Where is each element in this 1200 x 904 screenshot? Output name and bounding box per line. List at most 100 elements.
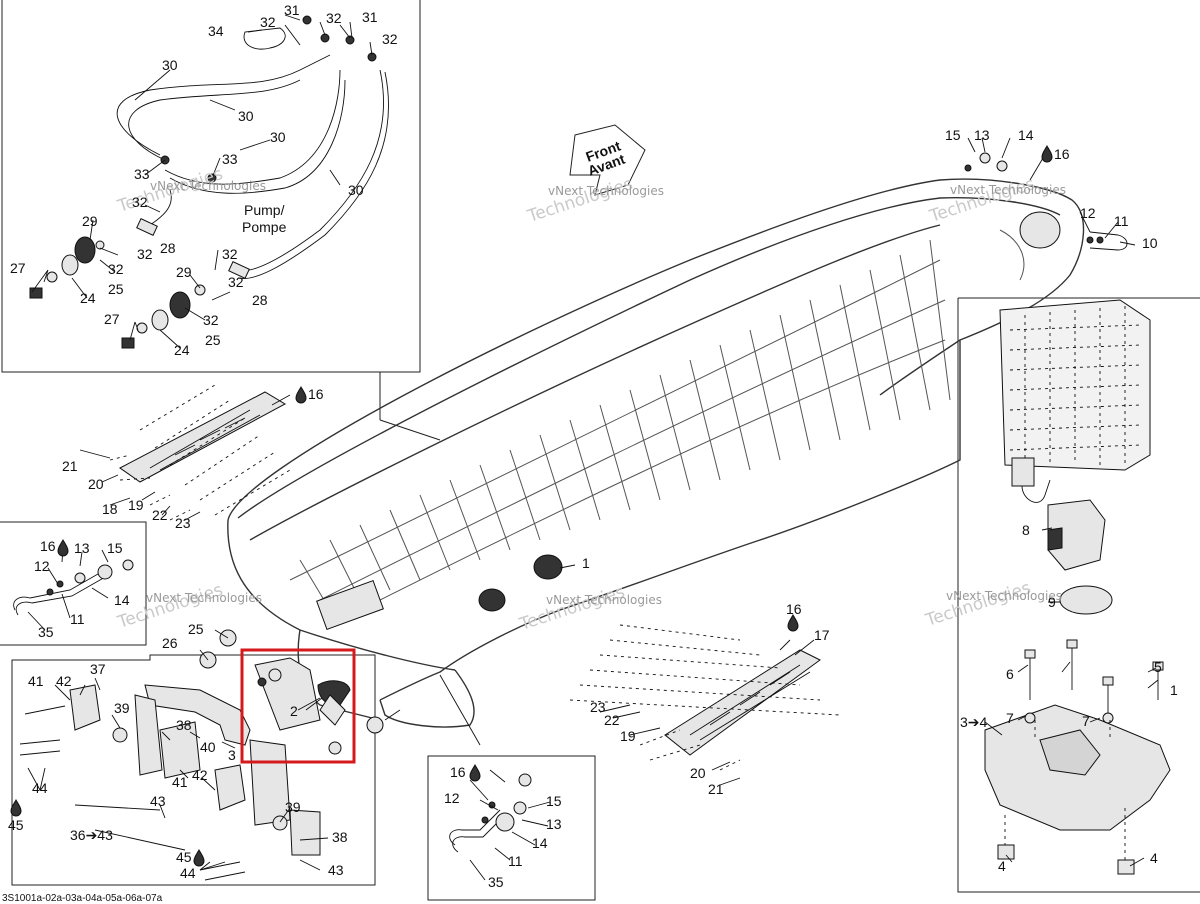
watermark-4-line1: vNext Technologies bbox=[146, 591, 262, 605]
pump-label-line2: Pompe bbox=[242, 219, 287, 235]
cooling-fittings bbox=[29, 218, 250, 349]
callout-14: 14 bbox=[114, 592, 130, 608]
callout-21: 21 bbox=[708, 781, 724, 797]
watermark-2-line2: Technologies bbox=[524, 174, 635, 227]
callout-16: 16 bbox=[40, 538, 56, 554]
part-2-exhaust-outlet bbox=[254, 657, 351, 755]
callout-15: 15 bbox=[107, 540, 123, 556]
callout-31: 31 bbox=[284, 2, 300, 18]
watermark-3-line1: vNext Technologies bbox=[950, 183, 1066, 197]
watermark-5-line2: Technologies bbox=[516, 582, 627, 635]
watermark-3-line2: Technologies bbox=[926, 174, 1037, 227]
callout-5: 5 bbox=[1154, 659, 1162, 675]
callout-30: 30 bbox=[162, 57, 178, 73]
callout-labels: 34 32 31 32 31 32 30 30 30 30 33 33 32 2… bbox=[8, 2, 1178, 890]
callout-12: 12 bbox=[1080, 205, 1096, 221]
callout-13: 13 bbox=[546, 816, 562, 832]
callout-12: 12 bbox=[444, 790, 460, 806]
callout-8: 8 bbox=[1022, 522, 1030, 538]
callout-16: 16 bbox=[308, 386, 324, 402]
highlight-box-part-2 bbox=[240, 648, 356, 764]
watermark-6-line1: vNext Technologies bbox=[946, 589, 1062, 603]
callout-6: 6 bbox=[1006, 666, 1014, 682]
callout-43: 43 bbox=[150, 793, 166, 809]
callout-32: 32 bbox=[326, 10, 342, 26]
callout-45: 45 bbox=[8, 817, 24, 833]
callout-19: 19 bbox=[128, 497, 144, 513]
callout-12: 12 bbox=[34, 558, 50, 574]
callout-4: 4 bbox=[998, 858, 1006, 874]
callout-22: 22 bbox=[152, 507, 168, 523]
callout-23: 23 bbox=[175, 515, 191, 531]
frame-ebox-inset bbox=[957, 297, 1200, 893]
hull-side-fittings bbox=[199, 629, 481, 746]
callout-34: 34 bbox=[208, 23, 224, 39]
callout-10: 10 bbox=[1142, 235, 1158, 251]
callout-32: 32 bbox=[222, 246, 238, 262]
frame-drain-plug-inset bbox=[427, 755, 596, 901]
callout-ref-36: 36➔43 bbox=[70, 827, 113, 843]
cooling-hoses bbox=[116, 15, 389, 280]
exhaust-fastener-lines bbox=[27, 767, 226, 871]
callout-21: 21 bbox=[62, 458, 78, 474]
callout-11: 11 bbox=[508, 853, 523, 869]
callout-27: 27 bbox=[10, 260, 26, 276]
callout-30: 30 bbox=[238, 108, 254, 124]
callout-42: 42 bbox=[192, 767, 208, 783]
callout-29: 29 bbox=[176, 264, 192, 280]
callout-32: 32 bbox=[132, 194, 148, 210]
callout-18: 18 bbox=[102, 501, 118, 517]
callout-13: 13 bbox=[74, 540, 90, 556]
callout-16: 16 bbox=[450, 764, 466, 780]
callout-7: 7 bbox=[1082, 713, 1090, 729]
callout-14: 14 bbox=[532, 835, 548, 851]
callout-44: 44 bbox=[32, 780, 48, 796]
callout-42: 42 bbox=[56, 673, 72, 689]
callout-25: 25 bbox=[188, 621, 204, 637]
drop-icon bbox=[469, 764, 481, 782]
callout-44: 44 bbox=[180, 865, 196, 881]
callout-39: 39 bbox=[285, 799, 301, 815]
callout-14: 14 bbox=[1018, 127, 1034, 143]
callout-ref-3: 3➔4 bbox=[960, 714, 988, 730]
callout-3: 3 bbox=[228, 747, 236, 763]
drain-plug-parts bbox=[449, 773, 532, 853]
callout-25: 25 bbox=[108, 281, 124, 297]
callout-43: 43 bbox=[328, 862, 344, 878]
callout-24: 24 bbox=[80, 290, 96, 306]
drop-icon bbox=[10, 799, 22, 817]
callout-1: 1 bbox=[582, 555, 590, 571]
callout-19: 19 bbox=[620, 728, 636, 744]
diagram-reference-code: 3S1001a-02a-03a-04a-05a-06a-07a bbox=[2, 893, 163, 904]
callout-38: 38 bbox=[176, 717, 192, 733]
watermark-4-line2: Technologies bbox=[114, 580, 225, 633]
callout-20: 20 bbox=[690, 765, 706, 781]
callout-37: 37 bbox=[90, 661, 106, 677]
hull-ribs bbox=[289, 211, 1061, 630]
callout-38: 38 bbox=[332, 829, 348, 845]
callout-2: 2 bbox=[290, 703, 298, 719]
callout-41: 41 bbox=[172, 774, 188, 790]
callout-25: 25 bbox=[205, 332, 221, 348]
leader-lines bbox=[27, 14, 1159, 881]
callout-16: 16 bbox=[786, 601, 802, 617]
callout-39: 39 bbox=[114, 700, 130, 716]
frame-cooling-inset bbox=[1, 0, 441, 441]
drop-icon bbox=[57, 539, 69, 557]
callout-28: 28 bbox=[252, 292, 268, 308]
drop-icon bbox=[1041, 145, 1053, 163]
callout-35: 35 bbox=[38, 624, 54, 640]
callout-11: 11 bbox=[70, 611, 85, 627]
drop-icon bbox=[787, 614, 799, 632]
callout-35: 35 bbox=[488, 874, 504, 890]
callout-9: 9 bbox=[1048, 594, 1056, 610]
callout-30: 30 bbox=[270, 129, 286, 145]
frame-exhaust-inset bbox=[11, 654, 376, 886]
left-intake-grille bbox=[119, 391, 287, 483]
callout-32: 32 bbox=[137, 246, 153, 262]
frame-left-drain-inset bbox=[0, 521, 147, 646]
callout-15: 15 bbox=[945, 127, 961, 143]
callout-16: 16 bbox=[1054, 146, 1070, 162]
callout-1: 1 bbox=[1170, 682, 1178, 698]
